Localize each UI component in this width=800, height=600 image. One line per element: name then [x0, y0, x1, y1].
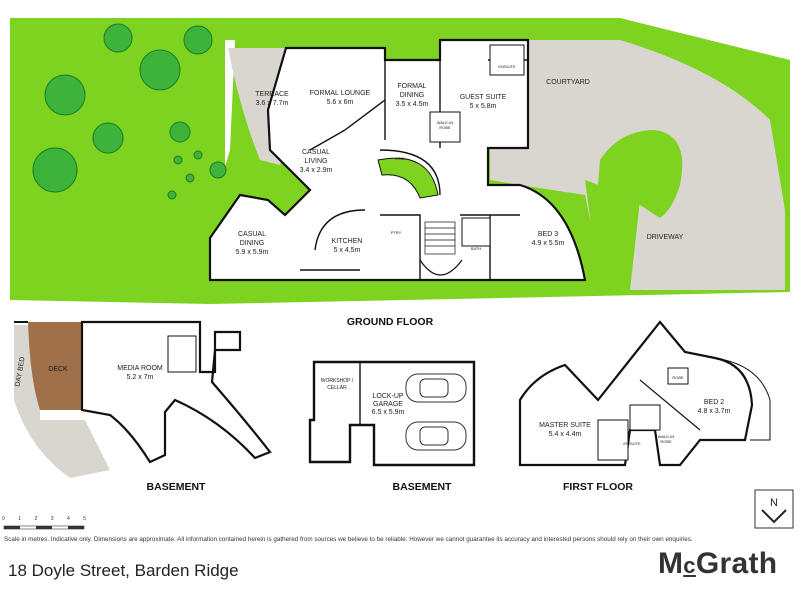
guest-suite-label: GUEST SUITE: [460, 94, 507, 101]
formal-lounge-label: FORMAL LOUNGE: [310, 90, 371, 97]
kitchen-dim: 5 x 4.5m: [334, 247, 361, 254]
guest-walkin-robe: [429, 111, 461, 143]
pantry-label: PTRY: [391, 230, 402, 235]
first-walkin: [629, 404, 661, 431]
formal-lounge-dim: 5.6 x 6m: [327, 99, 354, 106]
garden-trees: [32, 23, 227, 200]
garage-label2: GARAGE: [373, 401, 403, 408]
master-suite-label: MASTER SUITE: [539, 422, 591, 429]
first-ensuite-label: ENSUITE: [623, 441, 641, 446]
casual-living-label: CASUAL: [302, 149, 330, 156]
casual-living-label2: LIVING: [305, 158, 328, 165]
workshop-label: WORKSHOP /: [321, 378, 354, 384]
guest-robe-label: ROBE: [439, 125, 451, 130]
bed2-label: BED 2: [704, 399, 724, 406]
deck-label: DECK: [48, 366, 68, 373]
first-ensuite: [597, 419, 629, 461]
ground-floor-title: GROUND FLOOR: [347, 316, 434, 328]
formal-dining-label: FORMAL: [397, 83, 426, 90]
formal-dining-label2: DINING: [400, 92, 425, 99]
formal-dining-dim: 3.5 x 4.5m: [396, 101, 429, 108]
scale-ticks: 0 1 2 3 4 5: [2, 516, 86, 522]
scale-bar: [3, 525, 85, 530]
garage-dim: 6.5 x 5.9m: [372, 409, 405, 416]
bed2-robe: [667, 367, 689, 385]
ground-bath: [461, 217, 491, 247]
compass-icon: N: [754, 489, 794, 529]
bed3-label: BED 3: [538, 231, 558, 238]
workshop-label2: CELLAR: [327, 385, 347, 391]
first-floor-walls: [518, 320, 754, 467]
guest-walkin-label: WALK-IN: [437, 120, 454, 125]
first-walkin-label: WALK-IN: [658, 434, 675, 439]
basement-left-walls: [80, 320, 272, 464]
media-room-label: MEDIA ROOM: [117, 365, 163, 372]
driveway-label: DRIVEWAY: [647, 234, 684, 241]
guest-suite-dim: 5 x 5.8m: [470, 103, 497, 110]
compass-label: N: [770, 497, 778, 509]
basement-mid-title: BASEMENT: [393, 481, 453, 493]
media-room-dim: 5.2 x 7m: [127, 374, 154, 381]
casual-dining-label: CASUAL: [238, 231, 266, 238]
basement-bath: [167, 335, 197, 373]
void-label: VOID: [395, 156, 405, 161]
first-floor-title: FIRST FLOOR: [563, 481, 633, 493]
kitchen-label: KITCHEN: [332, 238, 363, 245]
casual-living-dim: 3.4 x 2.9m: [300, 167, 333, 174]
car-icon: [405, 373, 467, 451]
void-planter: [377, 157, 439, 199]
bed3-dim: 4.9 x 5.5m: [532, 240, 565, 247]
master-suite-dim: 5.4 x 4.4m: [549, 431, 582, 438]
terrace-dim: 3.6 x 7.7m: [256, 100, 289, 107]
casual-dining-dim: 5.9 x 5.9m: [236, 249, 269, 256]
guest-ensuite-label: ENSUITE: [498, 64, 516, 69]
first-robe-label: ROBE: [660, 439, 672, 444]
property-address: 18 Doyle Street, Barden Ridge: [8, 561, 239, 580]
courtyard-label: COURTYARD: [546, 79, 590, 86]
casual-dining-label2: DINING: [240, 240, 265, 247]
terrace-label: TERRACE: [255, 91, 289, 98]
bath-label: BATH: [471, 246, 481, 251]
bed2-dim: 4.8 x 3.7m: [698, 408, 731, 415]
garage-label: LOCK-UP: [372, 393, 403, 400]
bed2-robe-label: ROBE: [672, 375, 684, 380]
ground-stair: [419, 221, 463, 276]
basement-left-title: BASEMENT: [147, 481, 207, 493]
deck: [28, 322, 82, 410]
disclaimer: Scale in metres. Indicative only. Dimens…: [4, 536, 693, 543]
brand-logo: McGrath: [658, 547, 778, 580]
guest-ensuite: [489, 44, 525, 76]
